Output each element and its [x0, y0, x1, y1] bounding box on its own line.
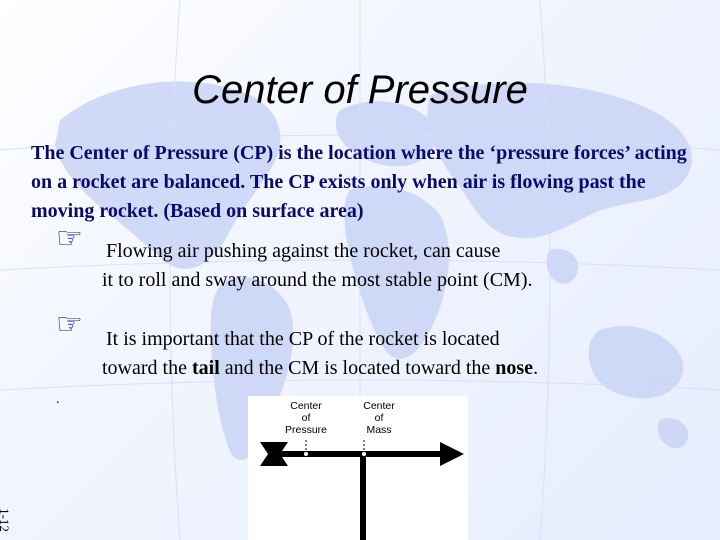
cp-label-line-1: Center: [290, 400, 322, 412]
nose-emphasis: nose: [495, 357, 534, 379]
cm-label-line-2: of: [374, 412, 384, 424]
slide-title: Center of Pressure: [192, 68, 528, 112]
slide-number: 1-12: [0, 508, 12, 532]
cp-point: [304, 452, 308, 456]
bullet-1-line-1: Flowing air pushing against the rocket, …: [106, 240, 501, 262]
bullet-2-line-1: It is important that the CP of the rocke…: [106, 328, 500, 350]
cm-label-line-1: Center: [363, 400, 395, 412]
cp-cm-diagram: Center of Pressure Center of Mass: [248, 396, 468, 540]
stray-dot: .: [56, 392, 60, 407]
vane-shaft: [268, 451, 444, 457]
cp-label-line-3: Pressure: [284, 424, 327, 436]
intro-paragraph: The Center of Pressure (CP) is the locat…: [31, 142, 687, 222]
bullet-2-line-2: toward the tail and the CM is located to…: [102, 354, 662, 383]
cp-label: Center of Pressure: [274, 400, 338, 436]
bullet-1-line-2: it to roll and sway around the most stab…: [102, 269, 533, 291]
vane-drawing: [260, 440, 464, 540]
cm-label-line-3: Mass: [366, 424, 392, 436]
bullet-item-2: It is important that the CP of the rocke…: [102, 325, 662, 383]
pointing-hand-icon: ☞: [56, 307, 83, 342]
cm-point: [362, 452, 366, 456]
vane-arrowhead: [440, 442, 464, 466]
cp-label-line-2: of: [301, 412, 311, 424]
vane-pole: [360, 457, 366, 540]
bullet-2-text-a: toward the: [102, 357, 192, 379]
pointing-hand-icon: ☞: [56, 221, 83, 256]
cm-label: Center of Mass: [352, 400, 406, 436]
bullet-2-text-c: .: [533, 357, 539, 379]
bullet-2-text-b: and the CM is located toward the: [219, 357, 496, 379]
bullet-item-1: Flowing air pushing against the rocket, …: [102, 237, 662, 295]
tail-emphasis: tail: [191, 357, 220, 379]
